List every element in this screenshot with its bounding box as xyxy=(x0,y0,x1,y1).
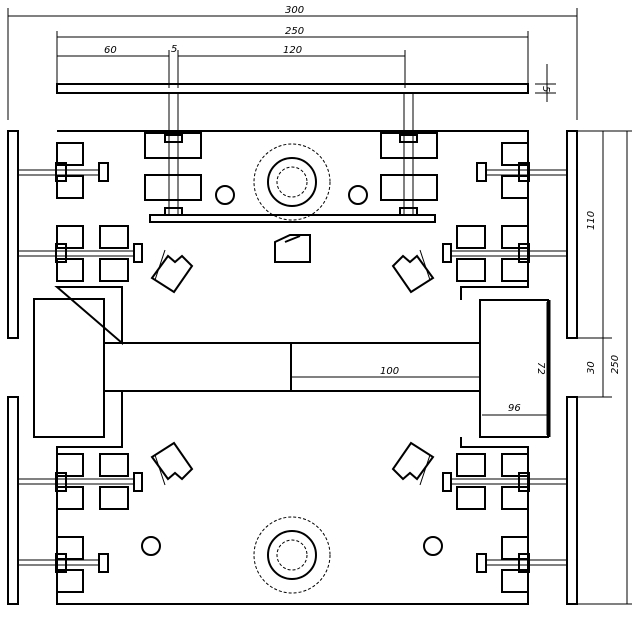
top-bar xyxy=(56,83,529,94)
svg-text:72: 72 xyxy=(535,362,546,375)
dimension-box-height: 72 xyxy=(535,302,548,435)
dimension-vertical-right: 110 30 250 xyxy=(578,130,632,605)
top-spindle xyxy=(215,143,368,221)
cylinder-group-bottom-left xyxy=(7,396,193,605)
dimension-body-width: 250 xyxy=(56,26,529,84)
svg-text:250: 250 xyxy=(610,355,621,374)
dimension-overall-width: 300 xyxy=(7,5,578,120)
small-bracket xyxy=(274,234,311,263)
dimension-bar-thickness: 5 xyxy=(535,64,556,102)
dimension-box-width: 96 xyxy=(482,403,548,416)
dimension-rod-offsets: 60 5 120 xyxy=(57,44,406,88)
svg-text:250: 250 xyxy=(285,26,304,37)
cylinder-group-top-left xyxy=(7,130,193,339)
frame-outline xyxy=(54,130,529,605)
bottom-spindle xyxy=(141,516,443,594)
svg-text:5: 5 xyxy=(171,44,177,55)
svg-text:300: 300 xyxy=(285,5,304,16)
svg-text:110: 110 xyxy=(586,211,597,230)
svg-text:120: 120 xyxy=(283,45,302,56)
svg-text:100: 100 xyxy=(380,366,399,377)
dimension-shaft-length: 100 xyxy=(291,366,480,378)
svg-text:30: 30 xyxy=(586,361,597,374)
svg-text:5: 5 xyxy=(540,86,551,92)
svg-text:60: 60 xyxy=(104,45,117,56)
svg-text:96: 96 xyxy=(508,403,521,414)
vertical-rods xyxy=(144,93,438,223)
